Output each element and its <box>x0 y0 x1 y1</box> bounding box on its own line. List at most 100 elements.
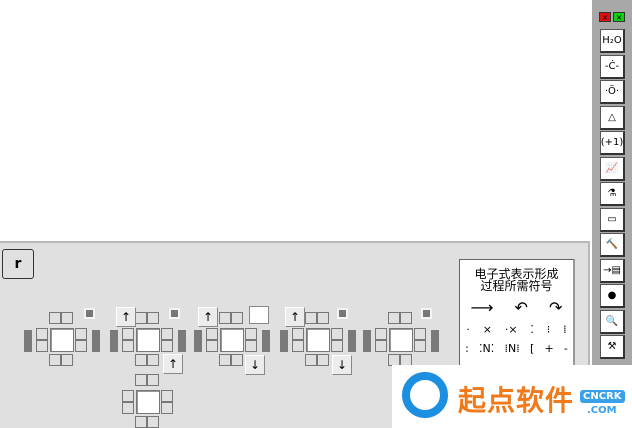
electron-slot[interactable] <box>161 390 173 402</box>
symbol-colon[interactable]: : <box>465 342 469 355</box>
atom-center-box[interactable] <box>220 328 244 352</box>
apparatus-button[interactable]: ⚗ <box>600 182 625 206</box>
atom-center-box[interactable] <box>50 328 74 352</box>
h2o-button[interactable]: H₂O <box>600 29 625 53</box>
electron-slot[interactable] <box>36 328 48 340</box>
bond-bar[interactable] <box>110 330 118 352</box>
electron-slot[interactable] <box>292 328 304 340</box>
bond-bar[interactable] <box>92 330 100 352</box>
arrow-up-button[interactable]: ↑ <box>198 307 218 327</box>
symbol-dot-cross[interactable]: ·× <box>504 323 518 336</box>
electron-slot[interactable] <box>49 312 61 324</box>
electron-slot[interactable] <box>206 340 218 352</box>
electron-slot[interactable] <box>375 340 387 352</box>
electron-slot[interactable] <box>206 328 218 340</box>
bond-bar[interactable] <box>178 330 186 352</box>
search-book-button[interactable]: 🔍 <box>600 309 625 334</box>
electron-slot[interactable] <box>245 328 257 340</box>
charge-input[interactable] <box>249 306 269 324</box>
electron-slot[interactable] <box>161 328 173 340</box>
electron-slot[interactable] <box>219 354 231 366</box>
electron-slot[interactable] <box>135 416 147 428</box>
atom-center-box[interactable] <box>306 328 330 352</box>
electron-slot[interactable] <box>122 340 134 352</box>
electron-slot[interactable] <box>161 340 173 352</box>
electron-slot[interactable] <box>61 312 73 324</box>
electron-slot[interactable] <box>231 312 243 324</box>
symbol-n-double[interactable]: ⁞N⁞ <box>504 342 520 355</box>
hammer-button[interactable]: 🔨 <box>600 233 625 257</box>
r-button[interactable]: r <box>2 249 34 279</box>
beaker-button[interactable]: ▭ <box>600 207 625 232</box>
atom-center-box[interactable] <box>389 328 413 352</box>
charge-indicator[interactable] <box>169 308 180 319</box>
electron-slot[interactable] <box>317 312 329 324</box>
electron-slot[interactable] <box>331 340 343 352</box>
bond-bar[interactable] <box>24 330 32 352</box>
graph-button[interactable]: 📈 <box>600 156 625 181</box>
electron-slot[interactable] <box>231 354 243 366</box>
electron-slot[interactable] <box>317 354 329 366</box>
bond-bar[interactable] <box>194 330 202 352</box>
symbol-bracket[interactable]: [ <box>529 342 535 355</box>
electron-slot[interactable] <box>414 340 426 352</box>
arrow-up-button[interactable]: ↑ <box>116 307 136 327</box>
electron-slot[interactable] <box>331 328 343 340</box>
electron-slot[interactable] <box>400 312 412 324</box>
electron-slot[interactable] <box>135 374 147 386</box>
electron-slot[interactable] <box>122 402 134 414</box>
electron-slot[interactable] <box>147 374 159 386</box>
atom-center-box[interactable] <box>136 328 160 352</box>
electron-slot[interactable] <box>147 312 159 324</box>
electron-slot[interactable] <box>135 312 147 324</box>
electron-slot[interactable] <box>414 328 426 340</box>
bond-bar[interactable] <box>280 330 288 352</box>
arrow-up-button[interactable]: ↑ <box>285 307 305 327</box>
bond-bar[interactable] <box>431 330 439 352</box>
electron-slot[interactable] <box>122 390 134 402</box>
electron-slot[interactable] <box>161 402 173 414</box>
electron-slot[interactable] <box>61 354 73 366</box>
electron-slot[interactable] <box>36 340 48 352</box>
electron-slot[interactable] <box>49 354 61 366</box>
bond-bar[interactable] <box>348 330 356 352</box>
electron-slot[interactable] <box>147 354 159 366</box>
triangle-button[interactable]: △ <box>600 105 625 130</box>
symbol-two-dots[interactable]: ⁚ <box>530 323 534 336</box>
symbol-three-dots[interactable]: ⁝ <box>546 323 551 336</box>
bond-atom-button[interactable]: -Ċ- <box>600 54 625 79</box>
arrow-down-button[interactable]: ↓ <box>245 355 265 375</box>
electron-slot[interactable] <box>135 354 147 366</box>
charge-indicator[interactable] <box>421 308 432 319</box>
electron-slot[interactable] <box>122 328 134 340</box>
drawing-canvas[interactable] <box>0 0 590 240</box>
symbol-minus[interactable]: - <box>563 342 568 355</box>
electron-slot[interactable] <box>388 312 400 324</box>
bond-bar[interactable] <box>262 330 270 352</box>
electron-slot[interactable] <box>219 312 231 324</box>
molecule-button[interactable]: ● <box>600 284 625 308</box>
symbol-four-dots[interactable]: ⁞ <box>563 323 567 336</box>
charge-indicator[interactable] <box>84 308 95 319</box>
arrow-up-button[interactable]: ↑ <box>163 354 183 374</box>
close-icon[interactable]: × <box>599 12 611 22</box>
insert-button[interactable]: →▤ <box>600 258 625 283</box>
electron-slot[interactable] <box>147 416 159 428</box>
arrow-down-button[interactable]: ↓ <box>332 355 352 375</box>
charge-indicator[interactable] <box>337 308 348 319</box>
symbol-curve-right[interactable]: ↷ <box>549 298 563 317</box>
symbol-arrow[interactable]: ⟶ <box>470 298 494 317</box>
electron-slot[interactable] <box>292 340 304 352</box>
symbol-plus[interactable]: + <box>544 342 554 355</box>
symbol-cross[interactable]: × <box>482 323 492 336</box>
electron-slot[interactable] <box>305 354 317 366</box>
electron-slot[interactable] <box>75 340 87 352</box>
electron-slot[interactable] <box>245 340 257 352</box>
symbol-curve-left[interactable]: ↶ <box>514 298 528 317</box>
electron-slot[interactable] <box>305 312 317 324</box>
restore-icon[interactable]: × <box>613 12 625 22</box>
charge-button[interactable]: (+1) <box>600 131 625 155</box>
symbol-n-single[interactable]: ⁚N⁚ <box>479 342 495 355</box>
electron-slot[interactable] <box>75 328 87 340</box>
tools-button[interactable]: ⚒ <box>600 335 625 359</box>
